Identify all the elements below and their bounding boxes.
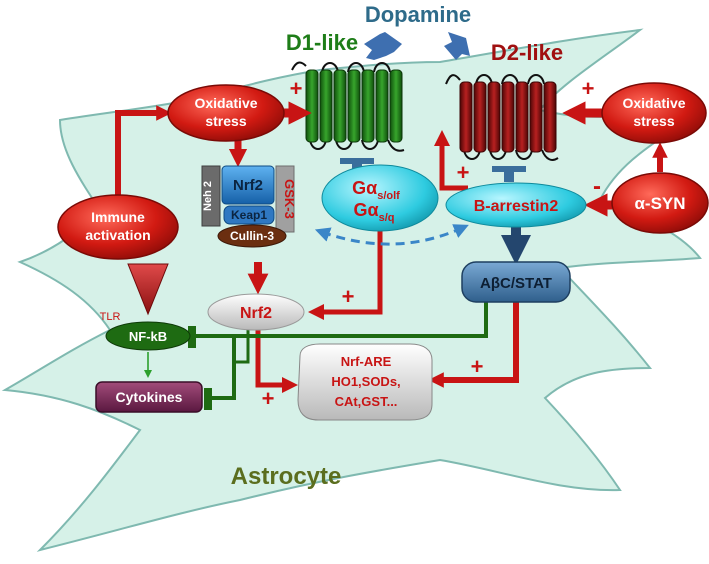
neh2-box [201, 165, 221, 227]
g-protein-line1: Gαs/olf [352, 178, 400, 202]
gprotein-to-nrf2-arrow [307, 230, 383, 321]
d1-helix-2 [319, 69, 333, 143]
minus-sign-alpha-syn: - [593, 173, 601, 200]
d2-helix-4 [501, 81, 515, 153]
b-arrestin-node: B-arrestin2 [445, 182, 587, 228]
alpha-syn-label: α-SYN [634, 194, 685, 213]
nrf-are-line3: CAt,GST... [335, 394, 398, 409]
d1-helix-6 [375, 69, 389, 143]
oxidative-stress-right-node: Oxidative stress [601, 82, 707, 144]
plus-sign-barrestin-d2: + [457, 160, 470, 185]
tlr-receptor-icon [127, 263, 169, 316]
d2-coupling-connector [492, 166, 526, 182]
neh2-label: Neh 2 [202, 181, 214, 211]
oxidative-stress-left-line1: Oxidative [194, 95, 257, 111]
nrf2-complex-box [221, 165, 275, 205]
nrf2-to-cytokines-branch [234, 330, 250, 364]
apc-stat-inhibits-nfkb-line [196, 302, 488, 338]
d2-helix-3 [487, 81, 501, 153]
nrf2-complex-label: Nrf2 [233, 177, 263, 194]
d1-helix-4 [347, 69, 361, 143]
d2-helix-6 [529, 81, 543, 153]
d1-receptor [291, 61, 405, 152]
d1-helix-3 [333, 69, 347, 143]
apc-stat-node: AβC/STAT [461, 261, 571, 303]
nrf-are-line1: Nrf-ARE [341, 354, 392, 369]
astrocyte-label: Astrocyte [231, 463, 342, 490]
plus-sign-gprotein-nrf2: + [342, 284, 355, 309]
oxidative-stress-left-node: Oxidative stress [167, 84, 285, 142]
dopamine-arrow-to-d1-icon [364, 32, 402, 60]
nfkb-label: NF-kB [129, 329, 167, 344]
gsk3-label: GSK-3 [282, 179, 297, 219]
cytokines-node: Cytokines [95, 381, 203, 413]
apc-stat-to-nrf-are-arrow [428, 302, 519, 388]
immune-activation-line2: activation [85, 227, 150, 243]
nrf2-free-node: Nrf2 [207, 293, 305, 331]
nrf2-inhibits-cytokines-line [212, 336, 236, 400]
d2-helix-1 [459, 81, 473, 153]
d2-receptor-label: D2-like [491, 40, 563, 65]
d2-helix-7 [543, 81, 557, 153]
b-arrestin-to-d2-arrow [433, 129, 468, 191]
gprotein-barrestin-dashed-arrow [314, 224, 469, 246]
plus-sign-oxidative-d1: + [290, 76, 303, 101]
keap1-label: Keap1 [231, 208, 267, 222]
cullin3-box [217, 224, 287, 248]
dopamine-arrow-to-d2-icon [444, 32, 470, 60]
plus-sign-oxidative-d2: + [582, 76, 595, 101]
plus-sign-nrf2-are: + [262, 386, 275, 411]
nrf2-to-nrf-are-arrow [255, 330, 299, 394]
nrf-are-node: Nrf-ARE HO1,SODs, CAt,GST... [297, 343, 433, 421]
oxidative-stress-right-line1: Oxidative [622, 95, 685, 111]
alpha-syn-node: α-SYN [611, 172, 709, 234]
d1-coupling-connector [340, 158, 374, 174]
g-protein-line2: Gαs/q [354, 200, 395, 224]
b-arrestin-label: B-arrestin2 [474, 198, 559, 215]
immune-to-oxidative-arrow [115, 105, 172, 196]
d1-receptor-label: D1-like [286, 30, 358, 55]
astrocyte-cell-body [1, 28, 704, 552]
keap1-box [223, 205, 275, 225]
cytokines-label: Cytokines [116, 389, 183, 405]
oxidative-stress-right-line2: stress [633, 113, 674, 129]
nrf2-free-label: Nrf2 [240, 305, 272, 322]
tlr-label: TLR [100, 311, 121, 323]
plus-sign-apc-stat: + [471, 354, 484, 379]
cullin3-label: Cullin-3 [230, 229, 274, 243]
d2-helix-2 [473, 81, 487, 153]
immune-activation-line1: Immune [91, 209, 145, 225]
d1-helix-7 [389, 69, 403, 143]
d2-helix-5 [515, 81, 529, 153]
nrf-are-line2: HO1,SODs, [331, 374, 400, 389]
d2-receptor [445, 74, 559, 161]
gsk3-box [275, 165, 295, 233]
d1-helix-5 [361, 69, 375, 143]
dopamine-label: Dopamine [365, 2, 471, 27]
g-protein-node: Gαs/olf Gαs/q [321, 164, 439, 232]
immune-activation-node: Immune activation [57, 194, 179, 260]
d1-helix-1 [305, 69, 319, 143]
nrf2-keap1-complex: Neh 2 Nrf2 GSK-3 Keap1 Cullin-3 [201, 165, 297, 248]
nfkb-node: NF-kB [105, 321, 191, 351]
apc-stat-label: AβC/STAT [480, 275, 552, 292]
oxidative-stress-left-line2: stress [205, 113, 246, 129]
